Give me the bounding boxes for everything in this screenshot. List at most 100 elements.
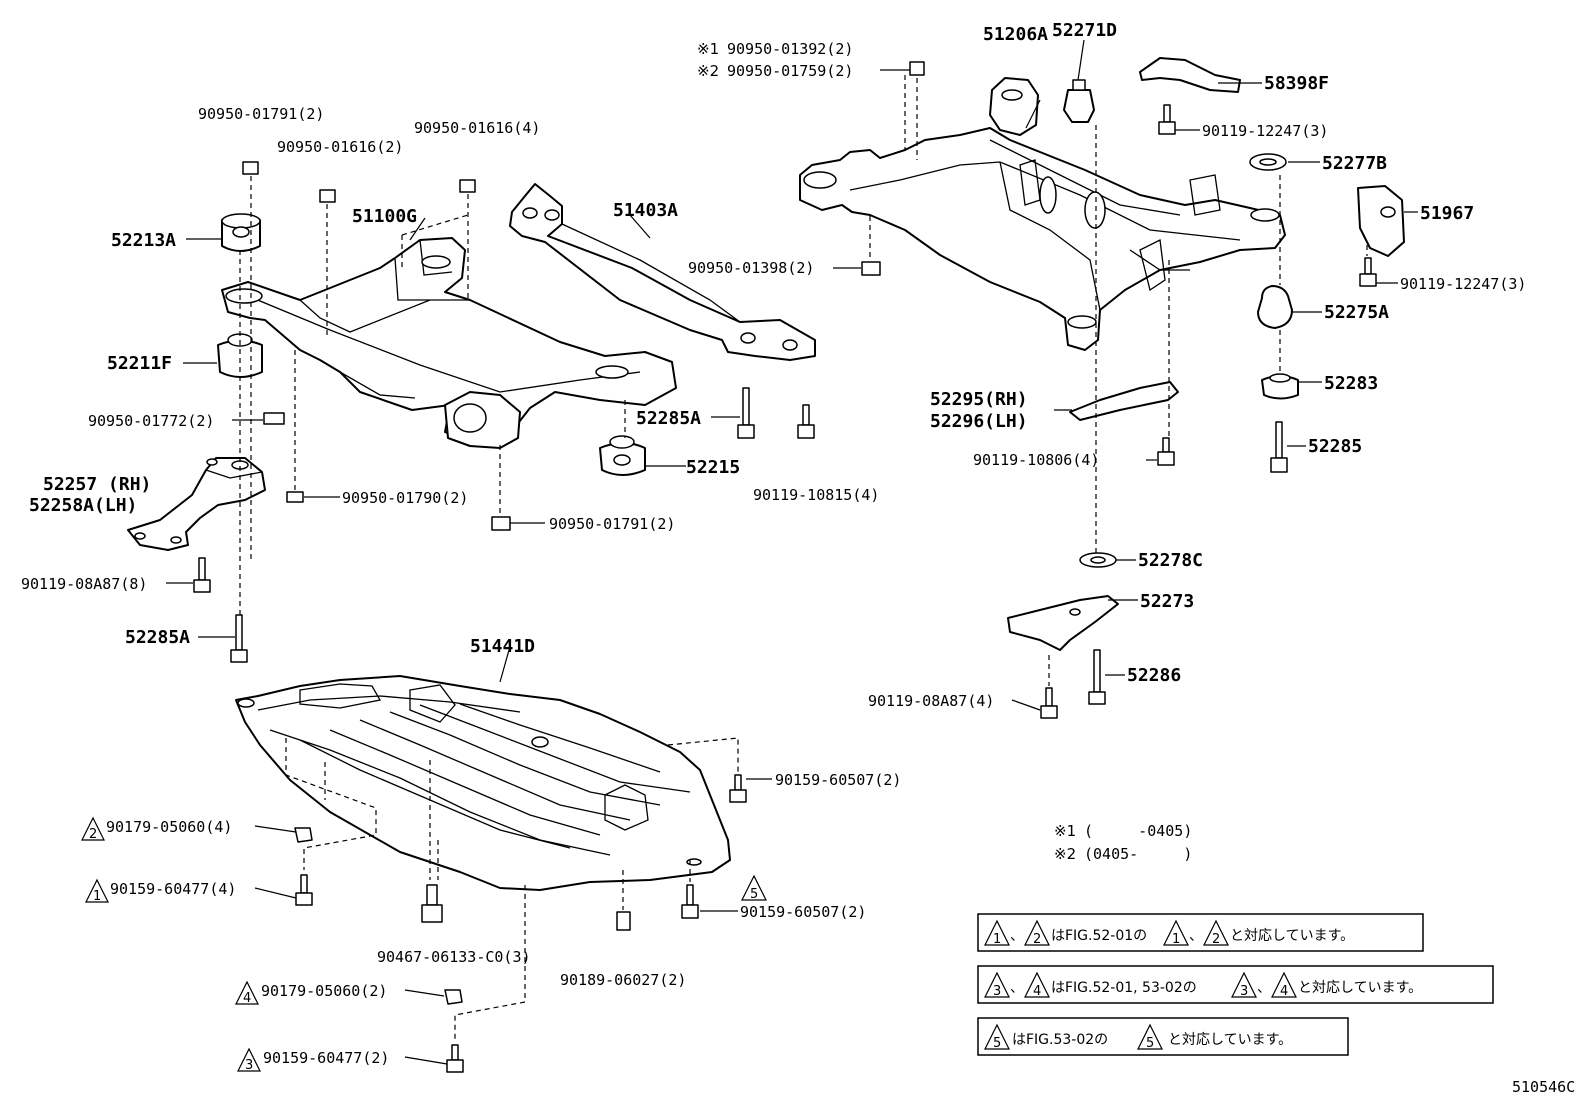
label-52215: 52215: [686, 457, 740, 478]
triangle-marker-2: 2: [81, 816, 105, 842]
brace-51403a: [509, 183, 816, 361]
label-52295-rh: 52295(RH): [930, 389, 1028, 410]
arm-52295: [1069, 381, 1179, 421]
label-52285a-left: 52285A: [125, 627, 190, 648]
label-90119-10806: 90119-10806(4): [973, 451, 1099, 469]
leader-lines: [166, 39, 1418, 1065]
fastener-group-cover: [294, 774, 747, 1073]
label-90119-12247-upper: 90119-12247(3): [1202, 122, 1328, 140]
bushing-52213a: [221, 213, 261, 252]
label-90179-05060-4: 90179-05060(4): [106, 818, 232, 836]
svg-text:2: 2: [1033, 932, 1041, 947]
svg-text:1: 1: [993, 932, 1001, 947]
svg-text:4: 4: [1280, 984, 1288, 999]
label-52257-rh: 52257 (RH): [43, 474, 151, 495]
label-90950-01759: 90950-01759(2): [727, 62, 853, 80]
label-90119-08a87-8: 90119-08A87(8): [21, 575, 147, 593]
svg-text:4: 4: [243, 991, 251, 1006]
svg-text:1: 1: [93, 889, 101, 904]
note-1-text: はFIG.52-01の: [1051, 928, 1147, 944]
label-52275a: 52275A: [1324, 302, 1389, 323]
label-90467-06133-c0: 90467-06133-C0(3): [377, 948, 531, 966]
mark-1: ※1: [697, 40, 719, 58]
label-52211f: 52211F: [107, 353, 172, 374]
engine-under-cover: [235, 675, 731, 891]
footnote-mark-1: ※1: [1054, 822, 1076, 840]
footnote-mark-2: ※2: [1054, 845, 1076, 863]
note-3-end: と対応しています。: [1168, 1032, 1292, 1048]
label-90119-10815: 90119-10815(4): [753, 486, 879, 504]
rear-suspension-member: [799, 127, 1286, 351]
label-90950-01791-bottom: 90950-01791(2): [549, 515, 675, 533]
plate-52273: [1007, 595, 1119, 651]
svg-text:2: 2: [89, 827, 97, 842]
note-2-end: と対応しています。: [1298, 980, 1422, 996]
bracket-52257: [127, 457, 266, 551]
label-90119-12247-lower: 90119-12247(3): [1400, 275, 1526, 293]
label-51206a: 51206A: [983, 24, 1048, 45]
svg-text:3: 3: [1240, 984, 1248, 999]
label-52283: 52283: [1324, 373, 1378, 394]
svg-text:、: 、: [1189, 928, 1203, 944]
bracket-51967: [1357, 185, 1405, 257]
note-2-text: はFIG.52-01, 53-02の: [1051, 980, 1197, 996]
svg-text:3: 3: [993, 984, 1001, 999]
label-52258a-lh: 52258A(LH): [29, 495, 137, 516]
figure-code: 510546C: [1512, 1078, 1575, 1096]
label-51967: 51967: [1420, 203, 1474, 224]
note-3-text: はFIG.53-02の: [1012, 1032, 1108, 1048]
label-51403a: 51403A: [613, 200, 678, 221]
label-90159-60477-2: 90159-60477(2): [263, 1049, 389, 1067]
label-52213a: 52213A: [111, 230, 176, 251]
label-52278c: 52278C: [1138, 550, 1203, 571]
stopper-52271d: [1063, 79, 1095, 123]
bracket-58398f: [1139, 57, 1241, 93]
fastener-group-right: [909, 61, 1377, 719]
fastener-group-left: [193, 161, 881, 663]
svg-text:5: 5: [1146, 1036, 1154, 1051]
part-labels: 90950-01791(2) 90950-01616(2) 90950-0161…: [21, 20, 1526, 1067]
svg-text:5: 5: [993, 1036, 1001, 1051]
label-90950-01616-4: 90950-01616(4): [414, 119, 540, 137]
bush-52283: [1261, 373, 1299, 400]
label-90159-60507-upper: 90159-60507(2): [775, 771, 901, 789]
note-1-end: と対応しています。: [1230, 928, 1354, 944]
assembly-lines-right: [916, 78, 1368, 686]
mount-51206a: [989, 77, 1039, 136]
washer-52278c: [1079, 552, 1117, 568]
svg-text:4: 4: [1033, 984, 1041, 999]
label-90950-01398: 90950-01398(2): [688, 259, 814, 277]
label-90950-01772: 90950-01772(2): [88, 412, 214, 430]
label-90159-60477-4: 90159-60477(4): [110, 880, 236, 898]
triangle-marker-3: 3: [237, 1047, 261, 1073]
label-90119-08a87-4: 90119-08A87(4): [868, 692, 994, 710]
label-52286: 52286: [1127, 665, 1181, 686]
label-90950-01616-2: 90950-01616(2): [277, 138, 403, 156]
note-box-1: 1 、 2 はFIG.52-01の 1 、 2 と対応しています。: [977, 913, 1424, 952]
label-52277b: 52277B: [1322, 153, 1387, 174]
label-52285a-center: 52285A: [636, 408, 701, 429]
footnote-range-2: (0405- ): [1084, 845, 1192, 863]
label-51100g: 51100G: [352, 206, 417, 227]
triangle-marker-1: 1: [85, 878, 109, 904]
bush-52275a: [1257, 285, 1293, 329]
note-box-2: 3 、 4 はFIG.52-01, 53-02の 3 、 4 と対応しています。: [977, 965, 1494, 1004]
svg-text:、: 、: [1010, 928, 1024, 944]
label-90189-06027: 90189-06027(2): [560, 971, 686, 989]
label-52285: 52285: [1308, 436, 1362, 457]
label-58398f: 58398F: [1264, 73, 1329, 94]
label-52296-lh: 52296(LH): [930, 411, 1028, 432]
label-90950-01790: 90950-01790(2): [342, 489, 468, 507]
label-90950-01791-top: 90950-01791(2): [198, 105, 324, 123]
washer-52277b: [1249, 153, 1287, 171]
reference-triangles: 2 1 4 3 5: [81, 816, 767, 1073]
label-52271d: 52271D: [1052, 20, 1117, 41]
svg-text:3: 3: [245, 1058, 253, 1073]
assembly-lines-cover: [285, 737, 739, 1042]
svg-text:、: 、: [1010, 980, 1024, 996]
label-90159-60507-lower: 90159-60507(2): [740, 903, 866, 921]
triangle-marker-4: 4: [235, 980, 259, 1006]
label-90179-05060-2: 90179-05060(2): [261, 982, 387, 1000]
svg-text:5: 5: [750, 887, 758, 902]
